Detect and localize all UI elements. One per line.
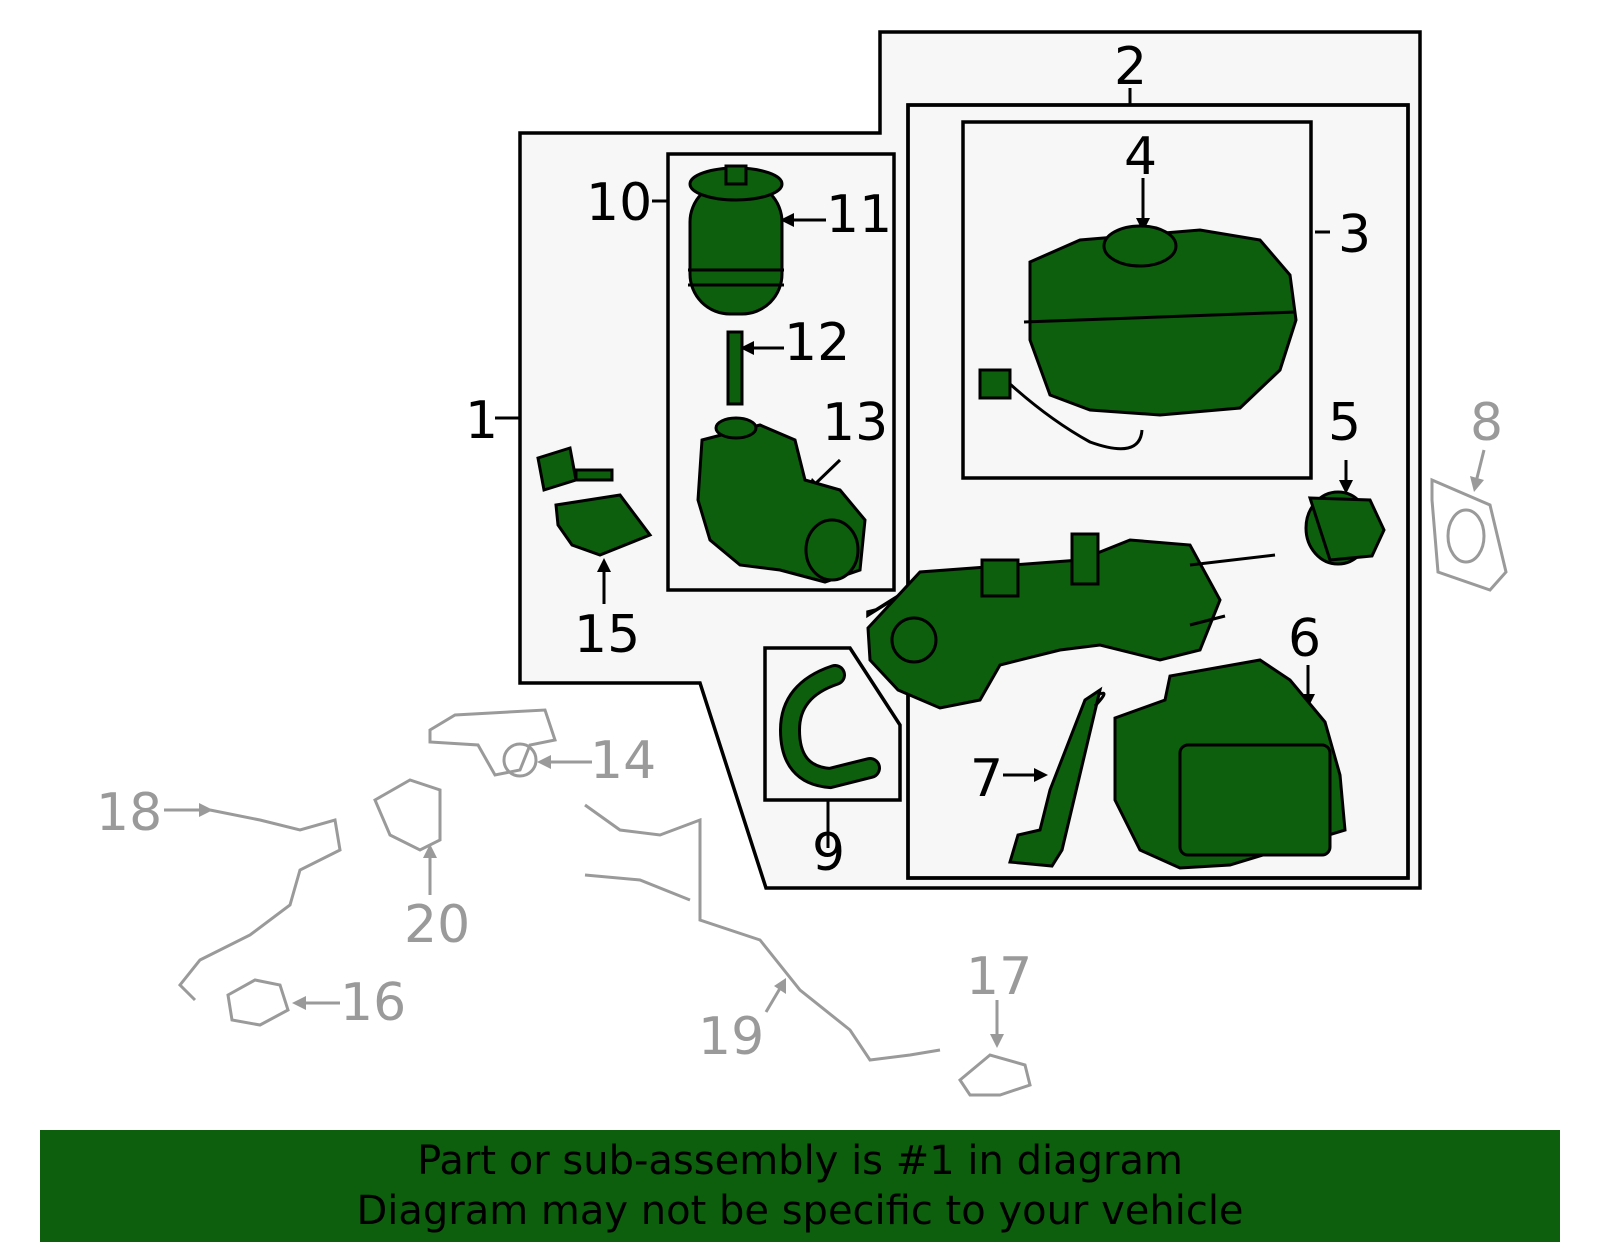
part-11-filter <box>688 164 784 316</box>
part-18-harness <box>177 808 342 1002</box>
part-14-bracket <box>428 708 557 777</box>
part-2-master-cylinder <box>866 532 1276 710</box>
callout-1: 1 <box>465 391 498 451</box>
part-7-bracket <box>1008 686 1106 868</box>
callout-6: 6 <box>1288 609 1321 669</box>
callout-15: 15 <box>574 605 640 665</box>
assembly-9-box <box>763 646 902 802</box>
callout-3: 3 <box>1338 205 1371 265</box>
assembly-2-frame <box>906 103 1410 880</box>
part-4-reservoir <box>978 224 1298 451</box>
part-12-pin <box>726 330 744 406</box>
callout-13: 13 <box>822 393 888 453</box>
reference-parts <box>177 477 1508 1097</box>
callout-2: 2 <box>1114 37 1147 97</box>
part-6-abs-unit <box>1113 658 1347 870</box>
part-9-hose-fill <box>781 667 878 787</box>
callout-14: 14 <box>590 731 656 791</box>
info-banner: Part or sub-assembly is #1 in diagram Di… <box>40 1130 1560 1242</box>
callout-4: 4 <box>1124 127 1157 187</box>
callout-10: 10 <box>586 173 652 233</box>
callout-17: 17 <box>966 947 1032 1007</box>
callout-7: 7 <box>970 749 1003 809</box>
part-5-boot <box>1304 490 1386 566</box>
part-20-sensor <box>373 778 442 852</box>
callout-16: 16 <box>340 973 406 1033</box>
part-16-clip <box>226 978 290 1027</box>
callout-12: 12 <box>784 313 850 373</box>
callout-8: 8 <box>1470 393 1503 453</box>
assembly-3-box <box>961 120 1313 480</box>
callout-19: 19 <box>698 1007 764 1067</box>
callout-11: 11 <box>826 185 892 245</box>
callout-9: 9 <box>812 823 845 883</box>
part-13-pump <box>696 416 867 584</box>
callout-20: 20 <box>404 895 470 955</box>
callout-5: 5 <box>1328 393 1361 453</box>
reference-arrowheads <box>199 476 1484 1048</box>
assembly-10-box <box>666 152 896 592</box>
banner-line-2: Diagram may not be specific to your vehi… <box>356 1188 1244 1234</box>
part-19-harness <box>584 803 941 1062</box>
part-15-bracket <box>536 446 653 557</box>
part-17-clip <box>958 1053 1032 1097</box>
part-8-gasket <box>1430 477 1508 592</box>
callout-18: 18 <box>96 783 162 843</box>
banner-line-1: Part or sub-assembly is #1 in diagram <box>417 1138 1183 1184</box>
